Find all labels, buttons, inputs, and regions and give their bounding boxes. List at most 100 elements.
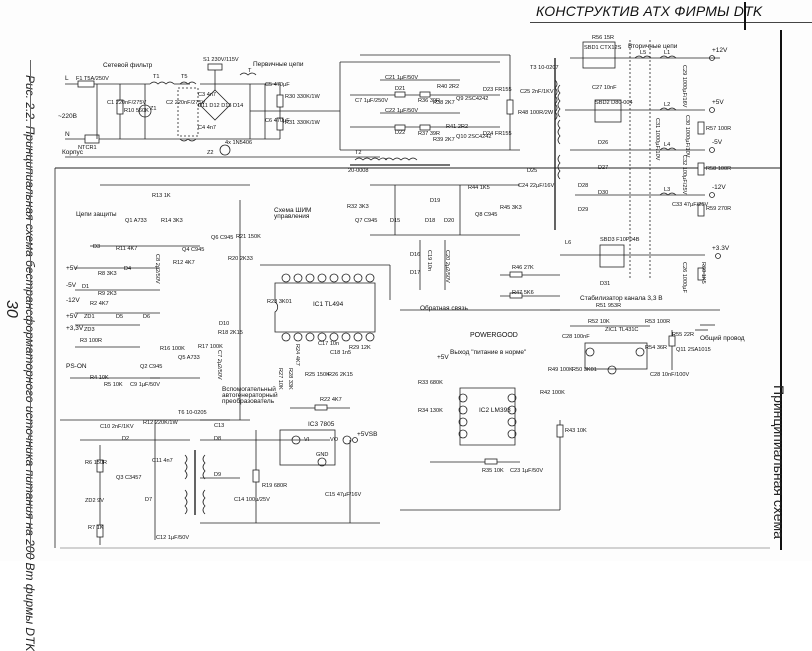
zener-zd2: ZD2 9V — [85, 498, 104, 504]
transistor-q7: Q7 C945 — [355, 218, 378, 224]
res-r26: R26 2K15 — [328, 372, 353, 378]
choke-t1: T1 — [153, 74, 160, 80]
ic1-tl494: IC1 TL494 — [313, 301, 344, 308]
res-r53: R53 100R — [645, 319, 671, 325]
cap-c2: C2 220nF/275V — [166, 100, 206, 106]
input-mains: ~220В — [58, 113, 77, 120]
label-pwm-control: Схема ШИМ управления — [274, 207, 312, 220]
output-plus12v: +12V — [712, 47, 728, 54]
varistor-z2: Z2 — [207, 150, 214, 156]
output-plus3v3: +3.3V — [712, 245, 730, 252]
diode-d3: D3 — [93, 244, 101, 250]
diode-d6: D6 — [143, 314, 151, 320]
res-r59: R59 270R — [706, 206, 732, 212]
transistor-q8: Q8 C945 — [475, 212, 498, 218]
header-title: КОНСТРУКТИВ ATX ФИРМЫ DTK — [536, 3, 763, 19]
res-r28: R28 33K — [287, 368, 293, 390]
input-plus5v-b: +5V — [66, 313, 78, 320]
choke-l6: L6 — [565, 240, 572, 246]
res-r25: R25 150K — [305, 372, 330, 378]
cap-c27: C27 10nF — [592, 85, 617, 91]
label-protection-circuits: Цепи защиты — [76, 211, 117, 218]
diode-d22: D22 — [395, 130, 406, 136]
label-aux-converter: Вспомогательный автогенераторный преобра… — [222, 386, 278, 405]
cap-c20: C20 2µ2/50V — [444, 250, 450, 283]
diode-d2: D2 — [122, 436, 130, 442]
cap-c10: C10 2nF/1KV — [100, 424, 134, 430]
transistor-q6: Q6 C945 — [211, 235, 234, 241]
transistor-q2: Q2 C945 — [140, 364, 163, 370]
cap-c11: C11 4n7 — [152, 458, 173, 464]
cap-c4: C4 4n7 — [198, 125, 217, 131]
schottky-sbd2: SBD2 D80-004 — [595, 100, 633, 106]
res-r57: R57 100R — [706, 126, 732, 132]
choke-l5: L5 — [640, 50, 647, 56]
res-r41: R41 2R2 — [446, 124, 469, 130]
res-r21: R21 150K — [236, 234, 261, 240]
res-r12: R12 4K7 — [173, 260, 195, 266]
res-r17: R17 100K — [198, 344, 223, 350]
label-powergood: POWERGOOD — [470, 332, 518, 339]
diode-d8: D8 — [214, 436, 222, 442]
res-r36: R36 39R — [418, 98, 441, 104]
output-plus5v: +5V — [712, 99, 724, 106]
res-r9: R9 2K3 — [98, 291, 117, 297]
res-r16: R16 100K — [160, 346, 185, 352]
res-r14: R14 3K3 — [161, 218, 183, 224]
choke-l1: L1 — [664, 50, 671, 56]
schottky-sbd1: SBD1 CTX12S — [584, 45, 622, 51]
diode-d30: D30 — [598, 190, 609, 196]
choke-l2: L2 — [664, 102, 671, 108]
switch-s1: S1 230V/115V — [203, 57, 239, 63]
transistor-q9: Q9 2SC4242 — [456, 96, 489, 102]
res-r60: R60 1K5 — [700, 262, 706, 284]
ic3-pin-vi: VI — [304, 437, 310, 443]
input-case: Корпус — [62, 149, 83, 156]
diode-d24: D24 FR155 — [483, 131, 512, 137]
transformer-t2: T2 — [355, 150, 362, 156]
res-r29: R29 12K — [349, 345, 371, 351]
res-r48: R48 100R/2W — [518, 110, 554, 116]
transistor-q1: Q1 A733 — [125, 218, 147, 224]
cap-c9: C9 1µF/50V — [130, 382, 160, 388]
cap-c19: C19 10n — [426, 250, 432, 272]
diode-d18: D18 — [425, 218, 436, 224]
thermistor-ntcr1: NTCR1 — [78, 145, 97, 151]
choke-l3: L3 — [664, 187, 671, 193]
diode-d1: D1 — [82, 284, 90, 290]
res-r52: R52 10K — [588, 319, 610, 325]
cap-c31: C31 1000µF/10V — [654, 118, 660, 161]
cap-c15: C15 47µF/16V — [325, 492, 362, 498]
cap-c30: C30 1000µF/10V — [684, 115, 690, 158]
res-r39: R39 2K7 — [433, 137, 455, 143]
diode-d19: D19 — [430, 198, 441, 204]
res-r43: R43 10K — [565, 428, 587, 434]
cap-c3: C3 4n7 — [198, 92, 217, 98]
res-r22: R22 4K7 — [320, 397, 342, 403]
output-minus12v: -12V — [712, 184, 726, 191]
res-r58: R58 100R — [706, 166, 732, 172]
diode-d28: D28 — [578, 183, 589, 189]
cap-c22: C22 1µF/50V — [385, 108, 419, 114]
bridge-diodes: D11 D12 D13 D14 — [198, 103, 244, 109]
input-minus5v: -5V — [66, 282, 77, 289]
cap-c29: C29 1000µF/16V — [681, 65, 687, 108]
bridge-type: 4x 1N5406 — [225, 140, 253, 146]
res-r35: R35 10K — [482, 468, 504, 474]
diode-d26: D26 — [598, 140, 609, 146]
res-r33: R33 680K — [418, 380, 443, 386]
diode-d20: D20 — [444, 218, 455, 224]
zener-zd3: ZD3 — [84, 327, 95, 333]
cap-c7b: C7 2µ2/50V — [216, 350, 222, 380]
res-r24: R24 4K7 — [294, 344, 300, 366]
cap-c32: C32 100µF/25V — [681, 155, 687, 195]
diode-d25: D25 — [527, 168, 538, 174]
cap-c26: C26 1000µF — [681, 262, 687, 293]
res-r40: R40 2R2 — [437, 84, 460, 90]
label-powergood-output: Выход "питание в норме" — [450, 349, 527, 356]
label-primary-circuits: Первичные цепи — [253, 61, 304, 68]
cap-c28: C28 100nF — [562, 334, 590, 340]
choke-l4: L4 — [664, 142, 671, 148]
cap-c23: C23 1µF/50V — [510, 468, 544, 474]
cap-c14: C14 100µ/25V — [234, 497, 270, 503]
